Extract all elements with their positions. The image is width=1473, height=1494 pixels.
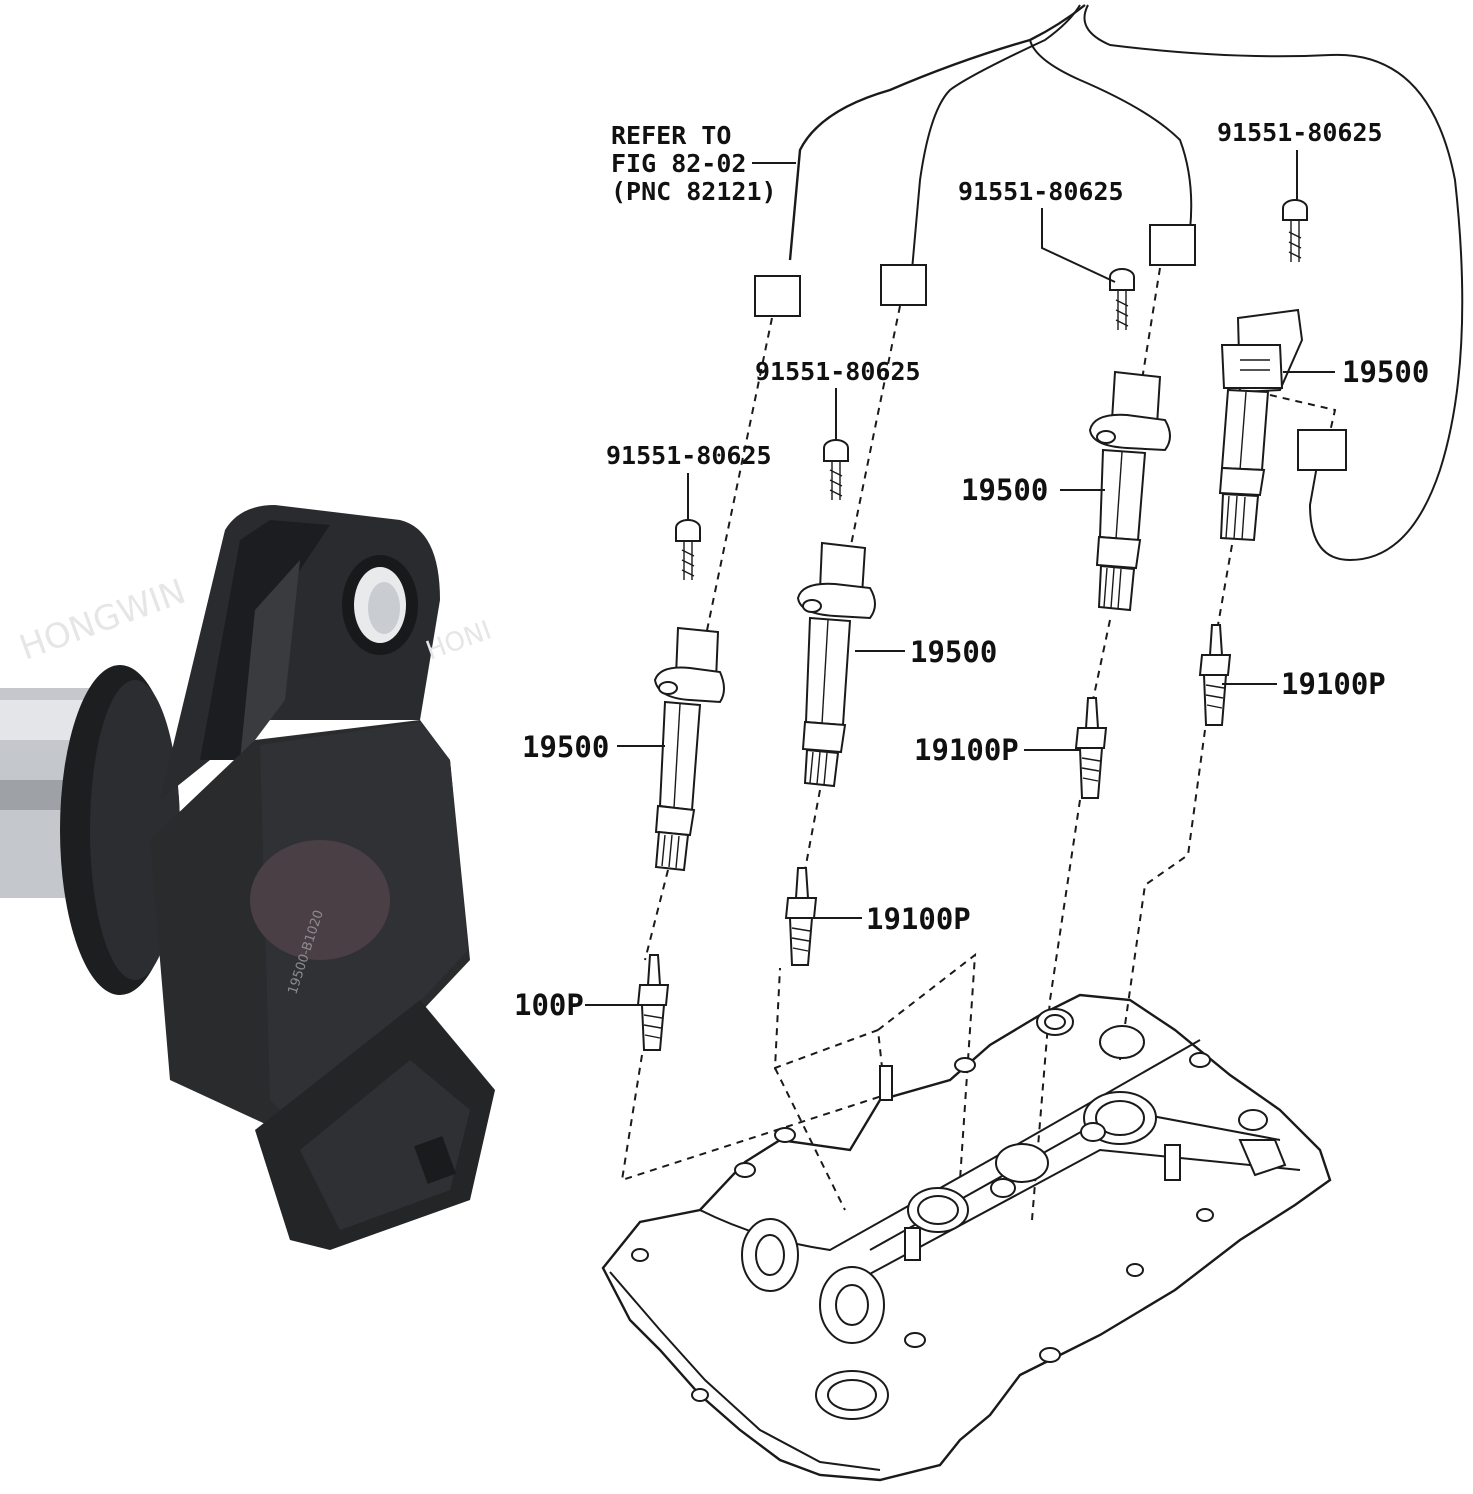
bolt bbox=[823, 439, 849, 500]
spark-plug bbox=[1074, 697, 1108, 799]
bolt bbox=[1282, 199, 1308, 262]
callout-labels: REFER TO FIG 82-02 (PNC 82121) 91551-806… bbox=[514, 118, 1429, 1022]
coil-callout-3: 19500 bbox=[910, 635, 997, 669]
plug-callout-3: 19100P bbox=[866, 902, 971, 936]
refer-line-3: (PNC 82121) bbox=[611, 177, 777, 206]
harness-connector bbox=[880, 264, 927, 306]
bolt-callout-4: 91551-80625 bbox=[606, 441, 772, 470]
refer-line-2: FIG 82-02 bbox=[611, 149, 746, 178]
bolt-callout-3: 91551-80625 bbox=[755, 357, 921, 386]
spark-plugs bbox=[636, 624, 1232, 1051]
bolt bbox=[675, 519, 701, 580]
harness-connector bbox=[1297, 429, 1347, 471]
ignition-coil-photo: 19500-B1020 HONGWIN HONI bbox=[0, 505, 495, 1250]
wire-harness bbox=[754, 4, 1464, 562]
coil-callout-1: 19500 bbox=[1342, 355, 1429, 389]
spark-plug bbox=[784, 867, 818, 966]
plug-callout-2: 19100P bbox=[914, 733, 1019, 767]
bolts bbox=[675, 199, 1308, 580]
spark-plug bbox=[1198, 624, 1232, 726]
harness-connector bbox=[754, 275, 801, 317]
plug-callout-1: 19100P bbox=[1281, 667, 1386, 701]
spark-plug bbox=[636, 954, 670, 1051]
coil-line-art bbox=[796, 541, 876, 788]
bolt bbox=[1109, 268, 1135, 330]
watermark-left: HONGWIN bbox=[14, 572, 190, 669]
coil-line-art bbox=[1088, 370, 1171, 612]
coil-line-art bbox=[1218, 308, 1304, 542]
coil-line-art bbox=[653, 626, 725, 872]
bolt-callout-2: 91551-80625 bbox=[958, 177, 1124, 206]
leader-lines bbox=[585, 150, 1335, 1006]
plug-callout-4: 100P bbox=[514, 988, 584, 1022]
cylinder-head-cover bbox=[601, 993, 1332, 1482]
refer-line-1: REFER TO bbox=[611, 121, 731, 150]
harness-connector bbox=[1149, 224, 1196, 266]
assembly-lines bbox=[620, 267, 1337, 1221]
coil-drawing bbox=[653, 308, 1304, 872]
coil-callout-4: 19500 bbox=[522, 730, 609, 764]
coil-callout-2: 19500 bbox=[961, 473, 1048, 507]
bolt-callout-1: 91551-80625 bbox=[1217, 118, 1383, 147]
